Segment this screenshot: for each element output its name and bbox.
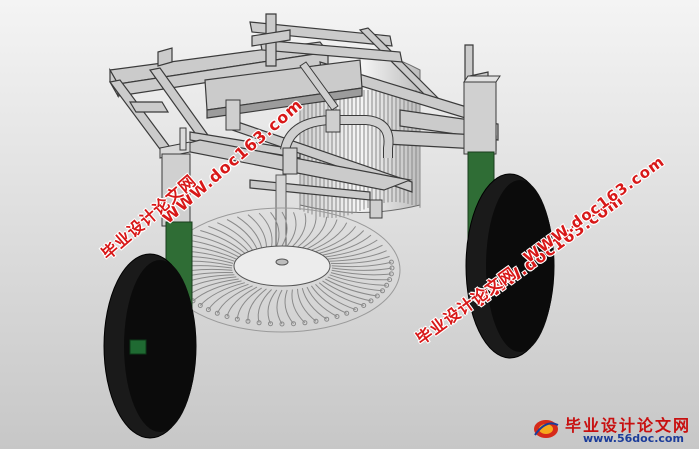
tine [330, 255, 390, 265]
tine-tip [302, 320, 308, 326]
tine-tip [197, 303, 203, 308]
tine [226, 219, 258, 250]
tine [329, 250, 387, 262]
right-wheel [465, 173, 555, 359]
tine-tip [234, 316, 240, 322]
tine [315, 226, 357, 253]
tine [270, 211, 280, 247]
tine [318, 282, 364, 306]
tine-tip [224, 314, 230, 319]
tine [247, 214, 267, 248]
tine-tip [353, 307, 359, 313]
tine [310, 285, 347, 314]
logo-text: 毕业设计论文网 [565, 416, 692, 435]
struts [225, 61, 383, 219]
tine-tip [361, 303, 367, 308]
tine [297, 288, 317, 322]
tine-tip [214, 310, 220, 316]
left-wheel [103, 253, 197, 439]
tine-tip [268, 321, 273, 327]
tine-tip [389, 265, 395, 271]
tine [286, 212, 297, 247]
tine [207, 283, 249, 310]
tine [236, 287, 262, 320]
tine [200, 230, 246, 254]
tine [217, 222, 254, 251]
tine-tip [334, 314, 340, 319]
tine-tip [245, 318, 251, 324]
tine-tip [324, 316, 330, 322]
tine [216, 285, 253, 314]
tine [276, 289, 283, 325]
tine [267, 289, 278, 324]
tine [208, 225, 249, 253]
tine-tip [374, 293, 380, 299]
tine [306, 219, 338, 250]
tine [306, 286, 338, 317]
tine-tip [205, 307, 211, 313]
tine [258, 212, 273, 247]
tine [292, 213, 307, 247]
tine [247, 288, 267, 322]
tine-tip [380, 288, 385, 294]
tine [322, 234, 372, 256]
tine [331, 267, 393, 271]
tine [226, 286, 258, 317]
tine [311, 222, 348, 251]
tine [199, 282, 245, 306]
left-post [159, 127, 193, 313]
tine [291, 289, 306, 324]
tine [331, 261, 392, 268]
logo-emblem-icon [534, 420, 559, 438]
tine [329, 274, 387, 286]
tine-tip [279, 321, 285, 327]
tine [331, 269, 392, 276]
tine-tip [256, 320, 262, 326]
tine [284, 289, 294, 325]
tine-tip [388, 259, 394, 265]
tine [301, 287, 327, 320]
tine [237, 216, 263, 249]
tine [192, 234, 242, 256]
tine [325, 278, 378, 297]
tine [325, 239, 378, 258]
tine [281, 211, 288, 247]
tine-tip [313, 318, 319, 324]
tine-tip [387, 277, 393, 283]
tine [327, 244, 383, 260]
u-bracket [280, 115, 394, 175]
tine [297, 214, 317, 248]
tine [327, 276, 383, 292]
tine-tip [388, 271, 394, 277]
site-logo: 毕业设计论文网 www.56doc.com [527, 411, 697, 447]
tine [322, 280, 372, 302]
tine [330, 272, 390, 281]
tine-tip [368, 298, 374, 304]
tine [302, 216, 328, 249]
tine [192, 280, 242, 302]
logo-url: www.56doc.com [583, 432, 684, 445]
upper-frame [108, 13, 499, 201]
tine-tip [344, 310, 350, 316]
tine [319, 230, 365, 254]
tine-tip [384, 282, 390, 288]
tine-tip [291, 321, 296, 327]
tine [315, 283, 356, 311]
tine [257, 289, 272, 323]
